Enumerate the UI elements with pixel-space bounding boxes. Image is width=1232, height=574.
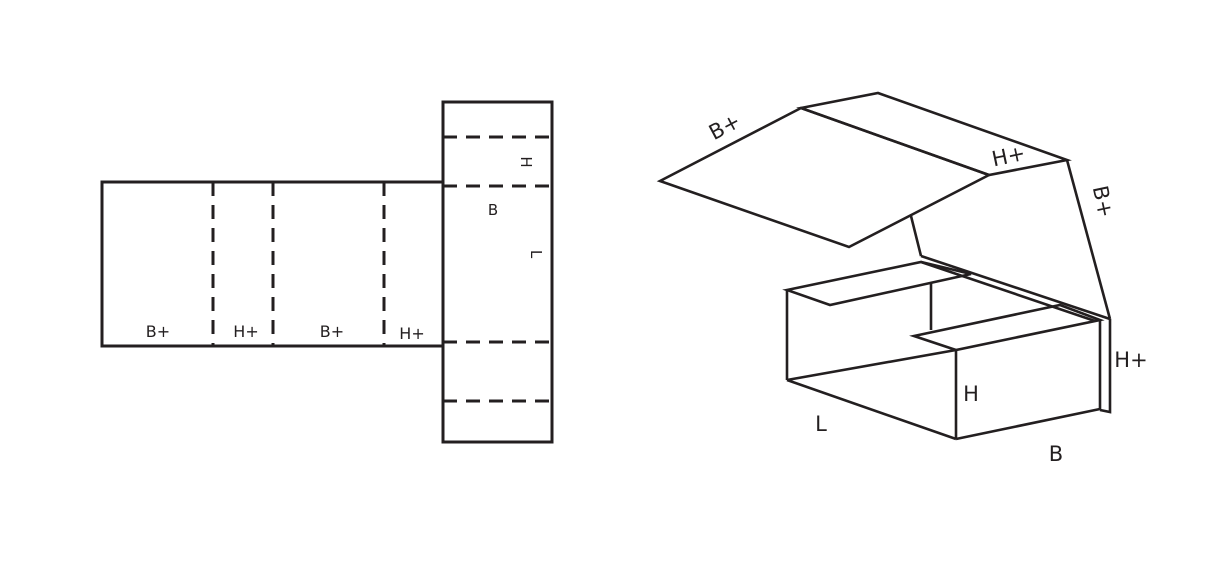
box-label-h: H — [963, 382, 979, 406]
flat-label-b: B — [488, 201, 498, 219]
box-label-lid-h-plus: H+ — [990, 141, 1028, 171]
lid-hinge-back — [920, 254, 1111, 321]
lid-hinge-left — [909, 215, 923, 257]
flat-label-h-plus-1: H+ — [233, 322, 258, 341]
box-inner-back-edge — [786, 348, 957, 382]
flat-lid-outline — [441, 100, 554, 444]
flat-label-b-plus-1: B+ — [146, 322, 170, 341]
inner-flap-back — [782, 260, 972, 307]
box-label-right-b-plus: B+ — [1088, 183, 1118, 219]
inner-flap-front — [909, 303, 1105, 352]
flat-label-l: L — [527, 250, 545, 259]
folded-box: B+ H+ B+ H+ H L B — [656, 91, 1148, 466]
flat-label-h: H — [517, 156, 535, 167]
box-label-h-plus: H+ — [1114, 348, 1147, 372]
flat-label-h-plus-2: H+ — [399, 324, 424, 343]
box-bottom-left — [786, 378, 957, 441]
box-bottom-right — [955, 407, 1101, 441]
lid-right-edge — [1065, 159, 1112, 320]
box-label-l: L — [815, 412, 827, 436]
lid-hinge-back-inner — [920, 260, 1096, 323]
box-label-b: B — [1049, 442, 1063, 466]
lid-side-flap — [796, 91, 1072, 177]
flat-layout: B+ H+ B+ H+ H B L — [100, 100, 554, 444]
box-right-flap — [1099, 319, 1112, 414]
flat-label-b-plus-2: B+ — [320, 322, 344, 341]
